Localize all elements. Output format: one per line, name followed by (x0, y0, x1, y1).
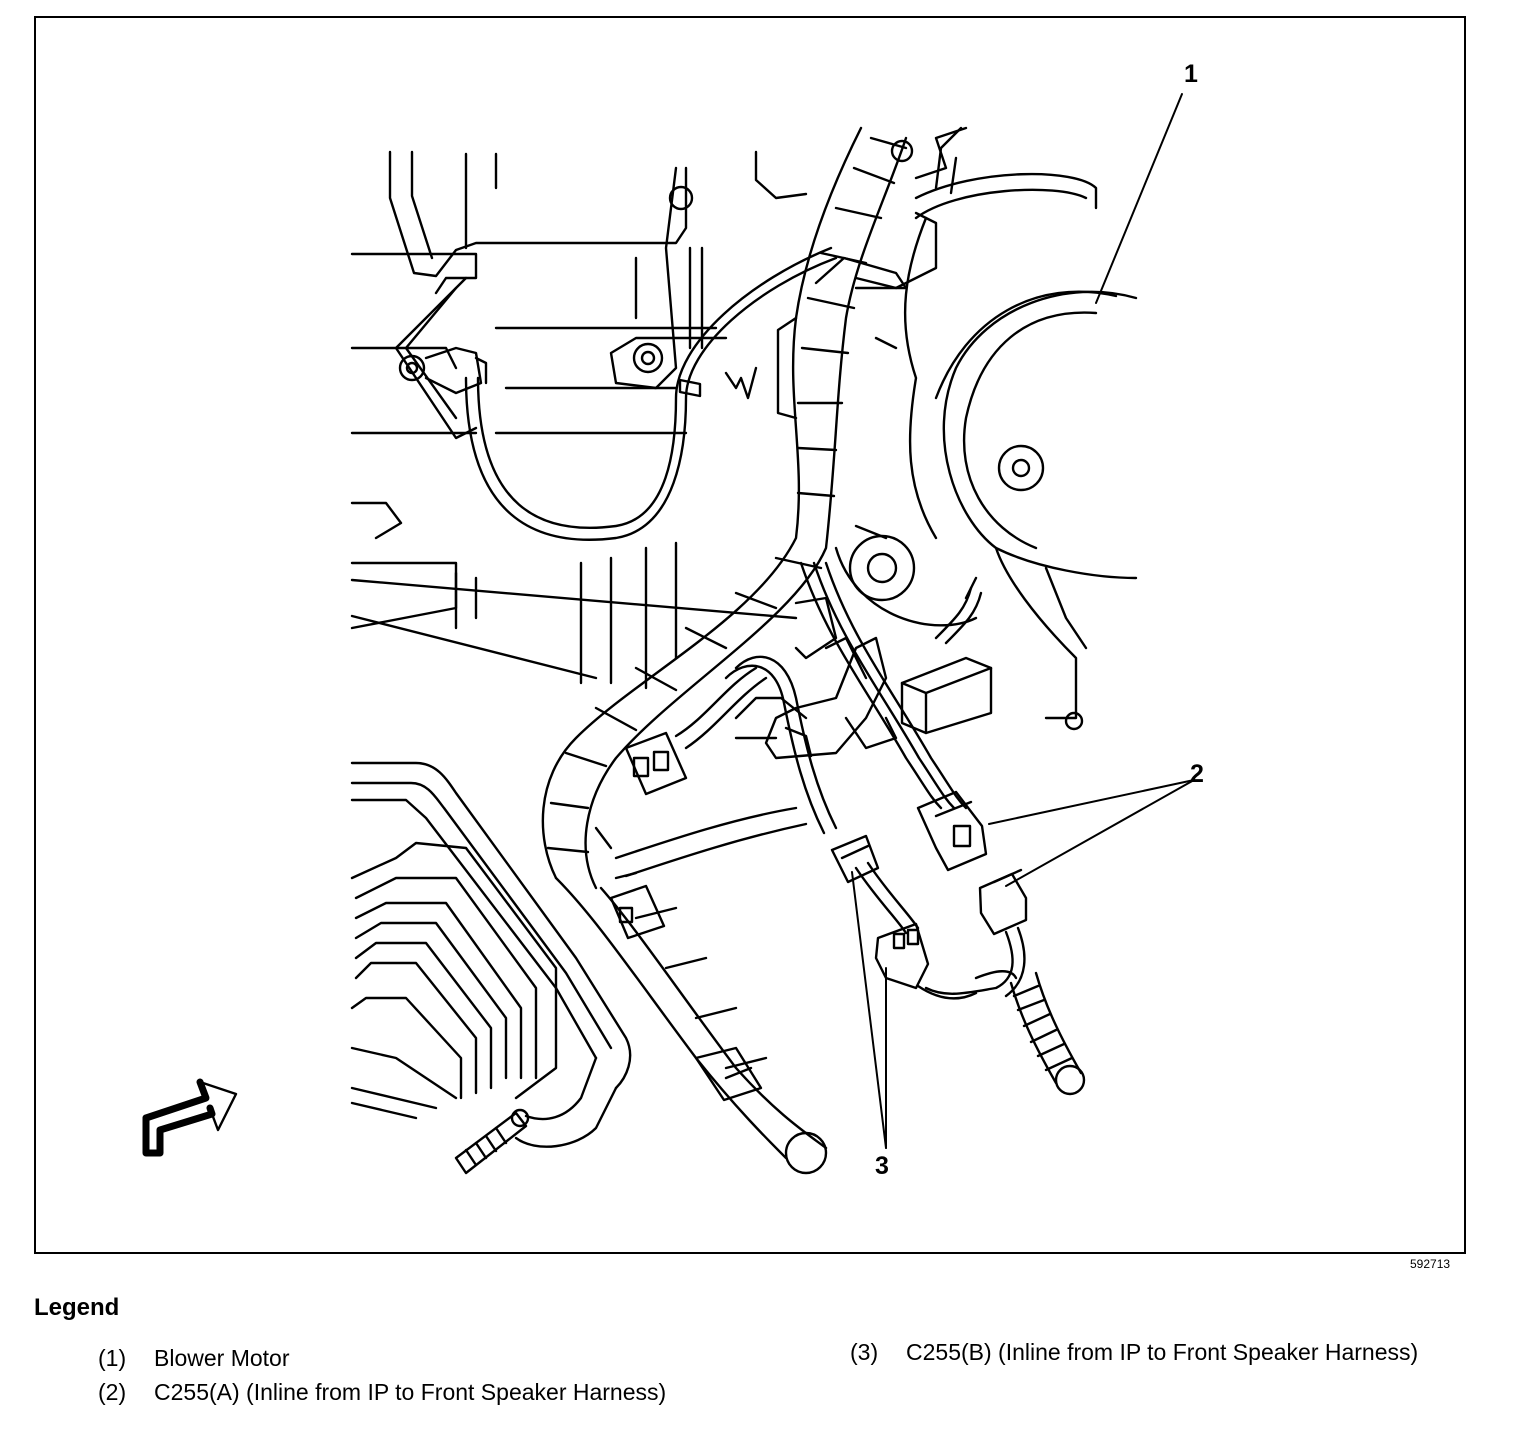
leader-lines (851, 93, 1195, 1149)
harness-connectors (609, 666, 768, 1102)
resistor-module (900, 576, 993, 735)
legend-item-text: C255(B) (Inline from IP to Front Speaker… (906, 1339, 1419, 1365)
blower-motor (854, 126, 1138, 731)
legend-item-number: (2) (98, 1379, 127, 1405)
leader-line-3a (851, 871, 887, 1149)
thin-wire-loop (464, 246, 838, 541)
callout-1: 1 (1184, 60, 1198, 88)
mounting-tab (394, 276, 488, 440)
lower-left-panel (350, 761, 632, 1148)
view-arrow-icon (142, 1078, 238, 1157)
wiring-illustration (142, 93, 1195, 1175)
center-bolt (834, 524, 978, 627)
legend-title: Legend (34, 1294, 120, 1321)
leader-line-1 (1095, 93, 1183, 304)
figure-id: 592713 (1410, 1257, 1451, 1271)
callout-2: 2 (1190, 760, 1204, 788)
connector-bracket (734, 596, 898, 760)
leader-line-2a (988, 779, 1195, 825)
threaded-stud (454, 1108, 530, 1175)
speaker-harness-lead (1009, 971, 1086, 1096)
callout-3: 3 (875, 1152, 889, 1180)
hvac-housing (350, 150, 808, 690)
leader-line-2b (1005, 779, 1195, 887)
harness-branch (554, 806, 828, 1175)
main-harness (541, 126, 914, 890)
legend-item-text: C255(A) (Inline from IP to Front Speaker… (154, 1379, 667, 1405)
diagram-frame: 1 2 3 (34, 16, 1466, 1254)
legend-item-text: Blower Motor (154, 1345, 290, 1371)
connector-c255b (830, 834, 978, 1000)
legend-item-number: (3) (850, 1339, 879, 1365)
connector-c255a (916, 790, 1028, 998)
legend-item-number: (1) (98, 1345, 127, 1371)
